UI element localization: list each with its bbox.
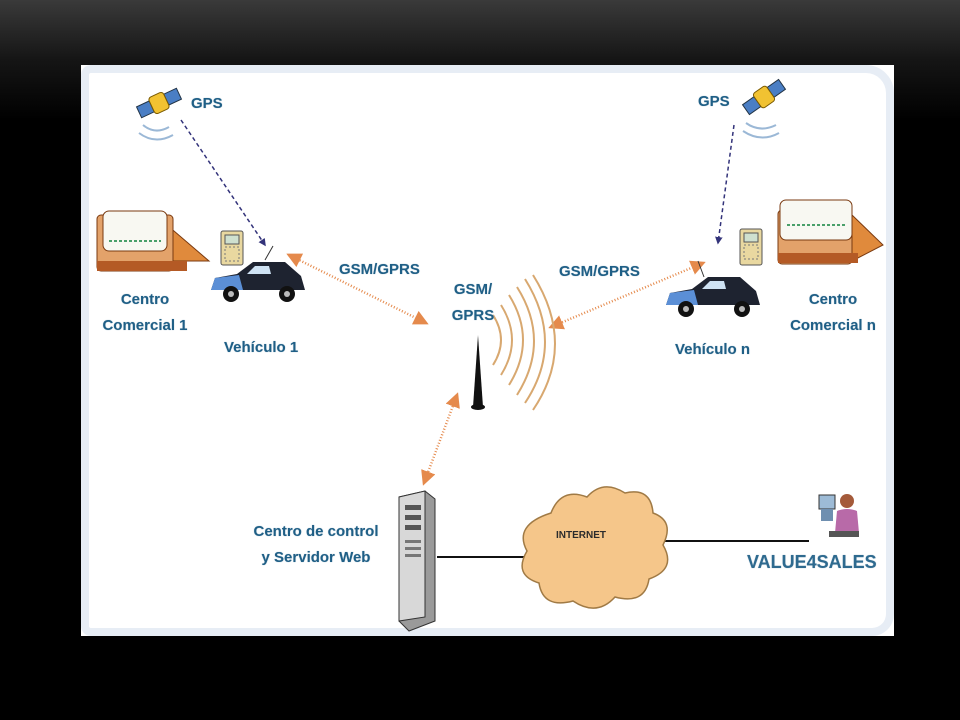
link-antenna-server <box>421 392 460 486</box>
mall-label-left-line1: Centro <box>120 291 170 308</box>
mall-label-left: Centro Comercial 1 <box>87 287 203 339</box>
signal-icon <box>742 122 780 139</box>
link-vehiclen-antenna <box>548 260 706 330</box>
internet-label: INTERNET <box>556 530 606 541</box>
diagram-graphics <box>96 78 884 632</box>
satellite-icon <box>741 78 787 116</box>
mall-label-right: Centro Comercial n <box>775 287 891 339</box>
phone-icon <box>739 228 763 266</box>
shopping-mall-icon <box>777 199 884 265</box>
satellite-icon <box>135 87 183 119</box>
internet-cloud-icon <box>521 486 669 609</box>
mall-label-right-line1: Centro <box>808 291 858 308</box>
slide-image: GPS GPS Centro Comercial 1 Centro Comerc… <box>81 65 894 636</box>
mall-label-left-line2: Comercial 1 <box>102 317 188 334</box>
vehicle-label-left: Vehículo 1 <box>224 339 299 356</box>
antenna-label-line2: GPRS <box>451 307 495 324</box>
car-icon <box>211 245 305 302</box>
antenna-label-line1: GSM/ <box>453 281 493 298</box>
phone-icon <box>220 230 244 266</box>
gps-label-right: GPS <box>698 93 730 110</box>
signal-waves-icon <box>492 274 556 411</box>
link-label-left: GSM/GPRS <box>339 261 420 278</box>
gps-link-left <box>180 119 266 247</box>
link-label-right: GSM/GPRS <box>559 263 640 280</box>
user-at-computer-icon <box>818 494 859 537</box>
server-label-line2: y Servidor Web <box>261 549 371 566</box>
vehicle-label-right: Vehículo n <box>675 341 751 358</box>
gps-link-right <box>715 124 735 245</box>
server-tower-icon <box>398 490 436 632</box>
signal-icon <box>138 124 174 141</box>
shopping-mall-icon <box>96 210 211 272</box>
car-icon <box>666 260 760 317</box>
server-label-line1: Centro de control <box>253 523 379 540</box>
server-label: Centro de control y Servidor Web <box>241 519 391 571</box>
antenna-tower-icon <box>471 335 485 410</box>
client-label: VALUE4SALES <box>747 552 877 572</box>
gps-label-left: GPS <box>191 95 223 112</box>
antenna-label: GSM/ GPRS <box>443 277 503 329</box>
mall-label-right-line2: Comercial n <box>790 317 876 334</box>
